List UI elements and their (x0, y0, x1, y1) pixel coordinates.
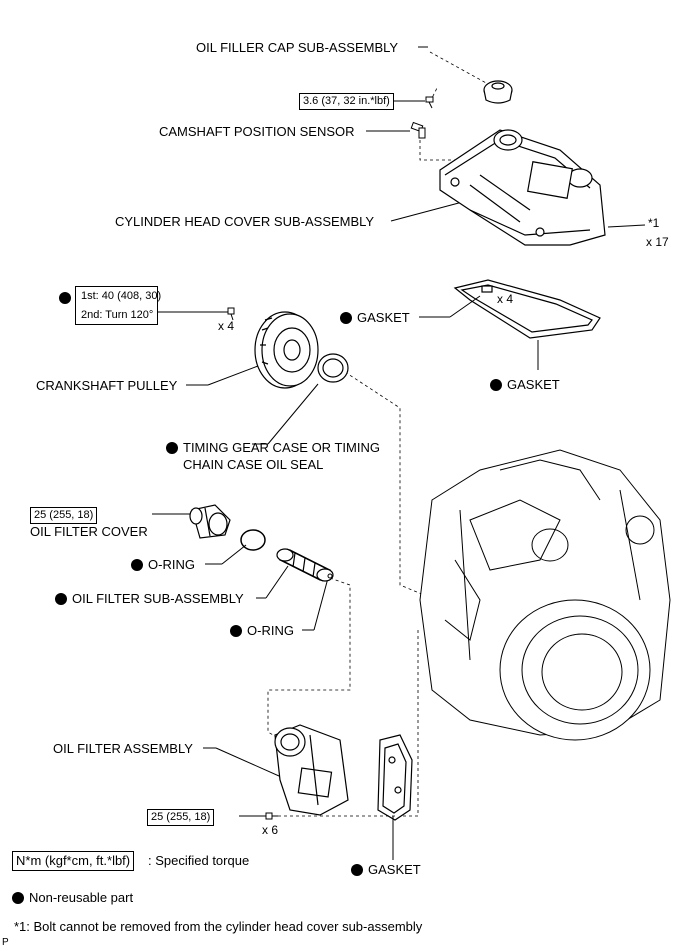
torque-pulley-box: 1st: 40 (408, 30) 2nd: Turn 120° (75, 286, 162, 325)
label-o-ring-2: O-RING (230, 623, 294, 638)
leader-star1 (607, 224, 646, 228)
cover-gasket-drawing (453, 279, 601, 339)
label-oil-filler-cap: OIL FILLER CAP SUB-ASSEMBLY (196, 40, 399, 55)
oil-filter-cover-drawing (189, 504, 231, 539)
label-timing-seal-line2: CHAIN CASE OIL SEAL (183, 457, 324, 472)
pulley-bolt-drawing (227, 307, 235, 321)
leader-cylinder-head (390, 199, 471, 222)
legend-torque-desc: : Specified torque (148, 853, 250, 868)
nonreusable-dot (131, 559, 143, 571)
gasket-upper-text: GASKET (357, 310, 410, 325)
leader-filter-assembly2 (215, 747, 289, 781)
leader-crankshaft2 (207, 365, 259, 386)
o-ring-2-drawing (327, 573, 333, 579)
label-timing-seal: TIMING GEAR CASE OR TIMING (166, 440, 380, 455)
torque-filter-assembly: 25 (255, 18) (147, 809, 215, 826)
legend-torque-unit: N*m (kgf*cm, ft.*lbf) (12, 851, 135, 871)
legend-nonreusable: Non-reusable part (12, 890, 133, 905)
o-ring-2-text: O-RING (247, 623, 294, 638)
timing-seal-line1: TIMING GEAR CASE OR TIMING (183, 440, 380, 455)
torque-sensor-bolt: 3.6 (37, 32 in.*lbf) (299, 93, 394, 110)
oil-filter-assembly-drawing (274, 724, 349, 816)
nonreusable-dot (12, 892, 24, 904)
o-ring-1-text: O-RING (148, 557, 195, 572)
label-crankshaft-pulley: CRANKSHAFT PULLEY (36, 378, 178, 393)
torque-pulley-step2: 2nd: Turn 120° (76, 305, 157, 324)
qty-gasket-x4: x 4 (497, 292, 514, 306)
leader-oring1b (221, 544, 247, 565)
label-gasket-lower: GASKET (490, 377, 560, 392)
o-ring-1-drawing (240, 529, 266, 551)
nonreusable-dot (230, 625, 242, 637)
oil-filter-sub-text: OIL FILTER SUB-ASSEMBLY (72, 591, 244, 606)
qty-cover-bolts: x 17 (646, 235, 669, 249)
assembly-bolt-drawing (265, 812, 278, 820)
label-o-ring-1: O-RING (131, 557, 195, 572)
legend-nonreusable-text: Non-reusable part (29, 890, 134, 905)
label-gasket-upper: GASKET (340, 310, 410, 325)
qty-pulley-bolts: x 4 (218, 319, 235, 333)
torque-pulley-step1: 1st: 40 (408, 30) (81, 290, 162, 302)
leader-gasket-upper2 (449, 295, 481, 318)
label-oil-filter-cover: OIL FILTER COVER (30, 524, 148, 539)
crankshaft-pulley-drawing (254, 311, 319, 389)
label-star1: *1 (648, 216, 660, 230)
leader-filter-sub2 (265, 565, 289, 599)
label-cylinder-head-cover: CYLINDER HEAD COVER SUB-ASSEMBLY (115, 214, 375, 229)
nonreusable-dot (340, 312, 352, 324)
label-camshaft-sensor: CAMSHAFT POSITION SENSOR (159, 124, 355, 139)
camshaft-sensor-drawing (410, 121, 426, 139)
nonreusable-dot (166, 442, 178, 454)
oil-filter-element-drawing (276, 548, 334, 582)
legend-footnote: *1: Bolt cannot be removed from the cyli… (14, 919, 423, 934)
oil-filler-cap-drawing (483, 80, 513, 104)
cylinder-head-cover-drawing (439, 129, 606, 246)
label-gasket-bottom: GASKET (351, 862, 421, 877)
gasket-bottom-text: GASKET (368, 862, 421, 877)
torque-filter-cover: 25 (255, 18) (30, 507, 98, 524)
nonreusable-dot-pulley (59, 289, 76, 307)
sensor-bolt-drawing (425, 96, 434, 109)
nonreusable-dot (351, 864, 363, 876)
label-oil-filter-assembly: OIL FILTER ASSEMBLY (53, 741, 193, 756)
label-oil-filter-sub: OIL FILTER SUB-ASSEMBLY (55, 591, 244, 606)
timing-oil-seal-drawing (317, 353, 349, 383)
nonreusable-dot (490, 379, 502, 391)
leader-oring2b (313, 577, 329, 631)
gasket-lower-text: GASKET (507, 377, 560, 392)
filter-gasket-drawing (377, 734, 413, 821)
page-mark: P (2, 937, 9, 948)
engine-block-drawing (419, 449, 671, 741)
leader-timing-seal2 (267, 383, 319, 445)
nonreusable-dot (55, 593, 67, 605)
qty-assembly-bolts: x 6 (262, 823, 279, 837)
